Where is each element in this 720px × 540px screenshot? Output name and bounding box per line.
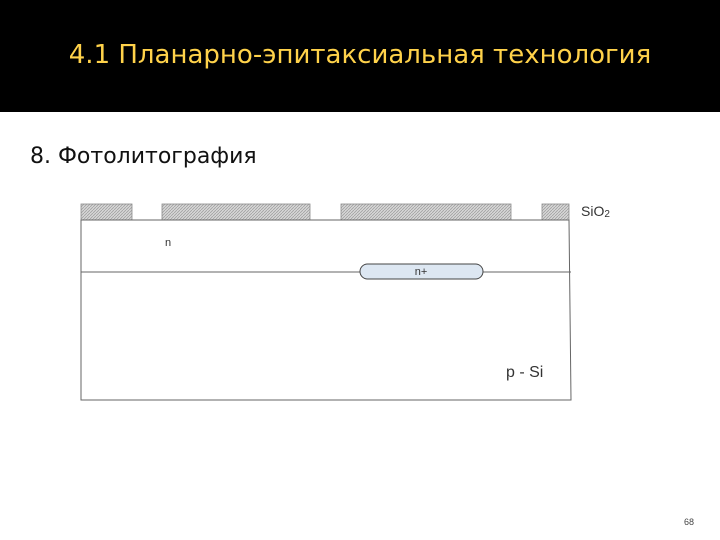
buried-layer-label: n+ bbox=[415, 266, 428, 278]
slide-title: 4.1 Планарно-эпитаксиальная технология bbox=[68, 40, 652, 70]
slide-number: 68 bbox=[684, 517, 695, 527]
oxide-segment bbox=[340, 203, 512, 221]
oxide-segment bbox=[541, 203, 570, 221]
title-bar: 4.1 Планарно-эпитаксиальная технология bbox=[0, 0, 720, 112]
substrate-label: p - Si bbox=[506, 364, 543, 381]
section-heading: 8. Фотолитография bbox=[30, 144, 257, 169]
oxide-segment bbox=[161, 203, 311, 221]
n-layer-label: n bbox=[165, 237, 171, 249]
buried-layer bbox=[359, 263, 484, 280]
wafer-outline bbox=[80, 219, 572, 401]
oxide-segment bbox=[80, 203, 133, 221]
oxide-label: SiO2 bbox=[581, 203, 610, 220]
